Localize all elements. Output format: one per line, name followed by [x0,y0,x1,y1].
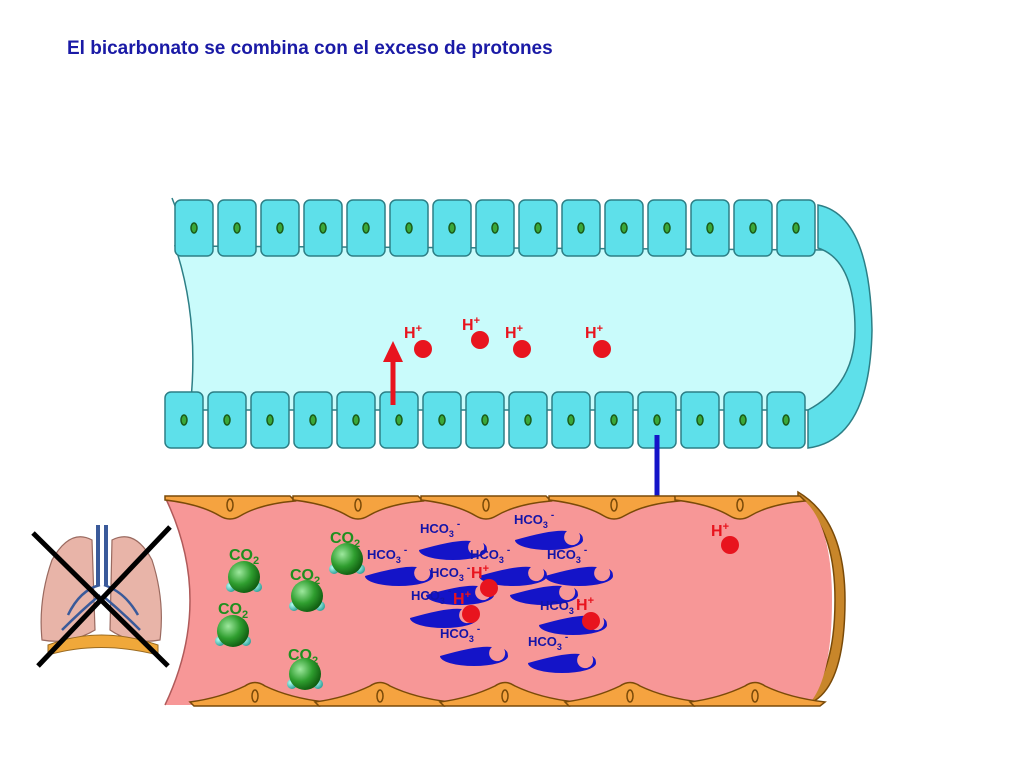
epithelial-cell [217,199,257,257]
svg-text:H+: H+ [585,323,603,342]
epithelial-cell [303,199,343,257]
epithelial-cell [260,199,300,257]
epithelial-cell [508,391,548,449]
epithelial-cell [776,199,816,257]
epithelial-cell [690,199,730,257]
epithelial-cell [164,391,204,449]
epithelial-cell [518,199,558,257]
blood-plasma [165,497,832,705]
svg-text:CO2: CO2 [218,601,248,621]
proton: H+ [462,315,489,349]
epithelial-cell [604,199,644,257]
epithelial-cell [293,391,333,449]
epithelial-cells-top [174,199,816,257]
svg-text:CO2: CO2 [229,547,259,567]
epithelial-cells-bottom [164,391,806,449]
co2-molecule: CO2 [226,547,262,593]
svg-text:HCO3-: HCO3- [540,596,580,616]
epithelial-cell [551,391,591,449]
svg-text:HCO3-: HCO3- [420,519,460,539]
epithelial-cell [594,391,634,449]
proton: H+ [585,323,611,358]
epithelial-cell [475,199,515,257]
proton: H+ [576,595,600,630]
tubule-end-cap [807,204,873,449]
svg-text:H+: H+ [471,563,489,582]
epithelial-cell [680,391,720,449]
svg-text:HCO3-: HCO3- [440,624,480,644]
epithelial-cell [465,391,505,449]
secretion-arrow [383,341,403,405]
epithelial-cell [336,391,376,449]
co2-molecule: CO2 [289,567,325,612]
cross-out-icon [31,525,172,668]
epithelial-cell [174,199,214,257]
slide-title: El bicarbonato se combina con el exceso … [67,38,553,59]
svg-text:H+: H+ [462,315,480,334]
epithelial-cell [647,199,687,257]
epithelial-cell [432,199,472,257]
proton: H+ [453,589,480,623]
co2-molecule: CO2 [329,530,365,575]
svg-text:H+: H+ [711,521,729,540]
svg-text:CO2: CO2 [290,567,320,587]
bicarbonate-labels: HCO3- HCO3- HCO3- HCO3- HCO3- HCO3- HCO3… [367,510,587,652]
blood-protons: H+ H+ H+ H+ [453,521,739,630]
lungs-icon [40,525,162,656]
co2-molecule: CO2 [215,601,251,647]
epithelial-cell [379,391,419,449]
svg-text:H+: H+ [505,323,523,342]
svg-text:H+: H+ [404,323,422,342]
proton: H+ [505,323,531,358]
co2-molecules: CO2 CO2 CO2 CO2 CO2 [215,530,365,690]
svg-text:HCO3-: HCO3- [411,586,451,606]
epithelial-cell [207,391,247,449]
tubule: H+ H+ H+ H+ [164,197,873,449]
epithelial-cell [346,199,386,257]
epithelial-cell [733,199,773,257]
svg-text:HCO3-: HCO3- [367,545,407,565]
svg-text:H+: H+ [453,589,471,608]
co2-molecule: CO2 [287,647,323,690]
epithelial-cell [561,199,601,257]
svg-text:H+: H+ [576,595,594,614]
lumen-protons: H+ H+ H+ H+ [404,315,611,358]
epithelial-cell [422,391,462,449]
epithelial-cell [389,199,429,257]
epithelial-cell [766,391,806,449]
epithelial-cell [723,391,763,449]
svg-text:CO2: CO2 [330,530,360,550]
blood-vessel: CO2 CO2 CO2 CO2 CO2 [164,490,846,707]
epithelial-cell [250,391,290,449]
proton: H+ [404,323,432,358]
svg-text:HCO3-: HCO3- [547,545,587,565]
proton: H+ [471,563,498,597]
svg-text:HCO3-: HCO3- [514,510,554,530]
proton: H+ [711,521,739,554]
svg-text:HCO3-: HCO3- [470,545,510,565]
svg-text:HCO3-: HCO3- [430,563,470,583]
svg-text:HCO3-: HCO3- [528,632,568,652]
